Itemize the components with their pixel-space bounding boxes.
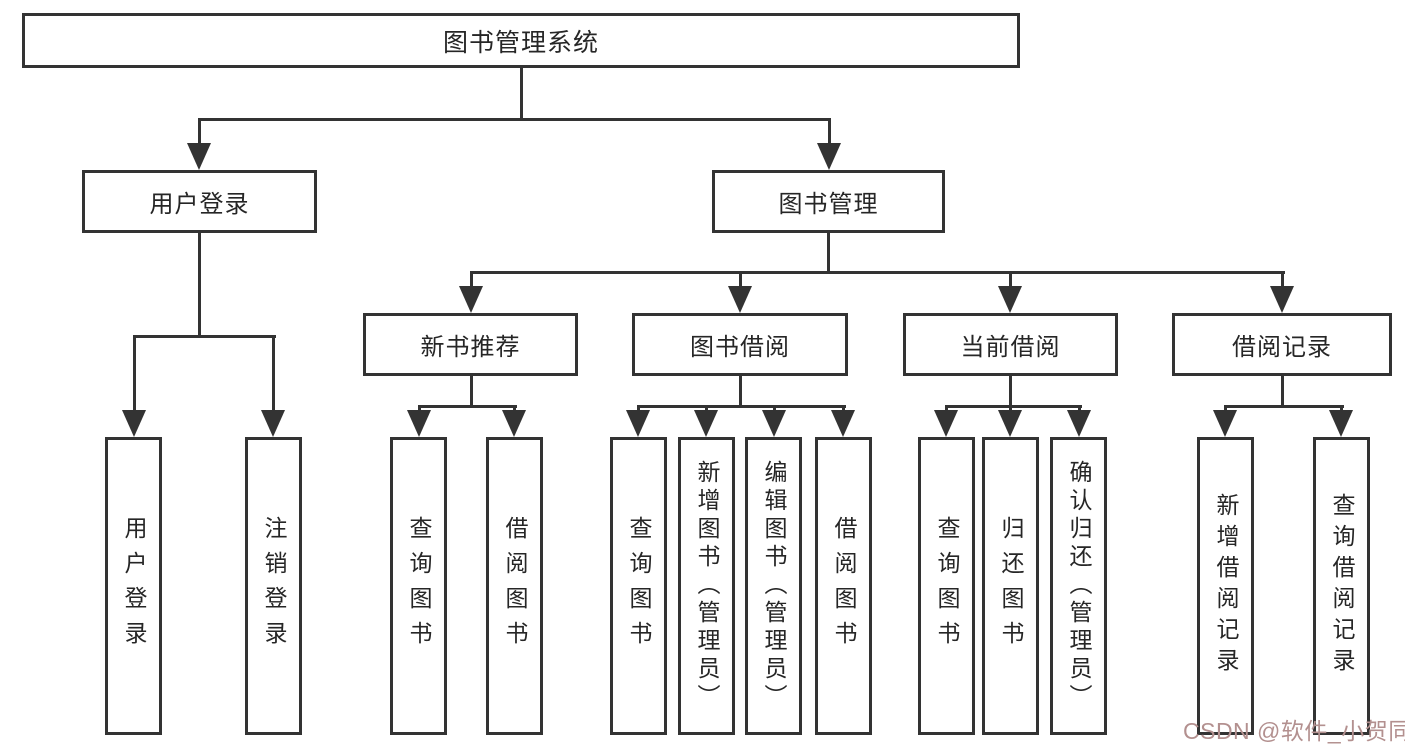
line-segment (945, 405, 1082, 408)
line-segment (198, 121, 201, 144)
arrowhead-icon (694, 410, 718, 437)
leaf-label: 借阅图书 (502, 516, 528, 656)
node-user-login: 用户登录 (82, 170, 317, 233)
line-segment (1281, 376, 1284, 405)
leaf-current-query-books: 查询图书 (918, 437, 975, 735)
line-segment (418, 405, 517, 408)
arrowhead-icon (626, 410, 650, 437)
line-segment (470, 271, 1285, 274)
node-book-management: 图书管理 (712, 170, 945, 233)
line-segment (739, 376, 742, 405)
arrowhead-icon (728, 286, 752, 313)
line-segment (1009, 274, 1012, 287)
arrowhead-icon (122, 410, 146, 437)
line-segment (470, 376, 473, 405)
node-label: 图书借阅 (690, 334, 790, 361)
leaf-label: 确认归还（管理员） (1066, 460, 1092, 712)
node-book-borrowing: 图书借阅 (632, 313, 848, 376)
line-segment (827, 233, 830, 273)
node-borrowing-records: 借阅记录 (1172, 313, 1392, 376)
node-label: 借阅记录 (1232, 334, 1332, 361)
arrowhead-icon (817, 143, 841, 170)
line-segment (1224, 405, 1344, 408)
arrowhead-icon (762, 410, 786, 437)
leaf-label: 编辑图书（管理员） (761, 460, 787, 712)
line-segment (520, 68, 523, 118)
line-segment (198, 118, 831, 121)
leaf-label: 查询借阅记录 (1329, 493, 1355, 679)
node-label: 当前借阅 (960, 334, 1061, 361)
arrowhead-icon (459, 286, 483, 313)
arrowhead-icon (934, 410, 958, 437)
line-segment (637, 405, 846, 408)
node-library-management-system: 图书管理系统 (22, 13, 1020, 68)
node-label: 图书管理 (778, 191, 879, 218)
leaf-label: 注销登录 (261, 516, 287, 656)
arrowhead-icon (831, 410, 855, 437)
node-label: 用户登录 (149, 191, 250, 218)
line-segment (272, 338, 275, 411)
line-segment (133, 338, 136, 411)
line-segment (739, 274, 742, 287)
leaf-user-login: 用户登录 (105, 437, 162, 735)
line-segment (470, 274, 473, 287)
csdn-watermark: CSDN @软件_小贺同学 (1183, 718, 1405, 744)
line-segment (198, 233, 201, 335)
leaf-label: 查询图书 (934, 516, 960, 656)
arrowhead-icon (502, 410, 526, 437)
arrowhead-icon (998, 410, 1022, 437)
leaf-records-query-record: 查询借阅记录 (1313, 437, 1370, 735)
line-segment (828, 121, 831, 144)
leaf-label: 用户登录 (121, 516, 147, 656)
arrowhead-icon (261, 410, 285, 437)
node-current-borrowing: 当前借阅 (903, 313, 1118, 376)
arrowhead-icon (1213, 410, 1237, 437)
node-label: 图书管理系统 (442, 28, 599, 57)
leaf-borrowing-query-books: 查询图书 (610, 437, 667, 735)
leaf-label: 查询图书 (406, 516, 432, 656)
leaf-label: 查询图书 (626, 516, 652, 656)
arrowhead-icon (1329, 410, 1353, 437)
leaf-label: 新增借阅记录 (1213, 493, 1239, 679)
arrowhead-icon (998, 286, 1022, 313)
leaf-records-add-record: 新增借阅记录 (1197, 437, 1254, 735)
arrowhead-icon (407, 410, 431, 437)
leaf-label: 借阅图书 (831, 516, 857, 656)
arrowhead-icon (1270, 286, 1294, 313)
leaf-borrowing-add-books-admin: 新增图书（管理员） (678, 437, 735, 735)
leaf-current-confirm-return-admin: 确认归还（管理员） (1050, 437, 1107, 735)
arrowhead-icon (1067, 410, 1091, 437)
leaf-borrowing-edit-books-admin: 编辑图书（管理员） (745, 437, 802, 735)
arrowhead-icon (187, 143, 211, 170)
line-segment (133, 335, 276, 338)
leaf-label: 归还图书 (998, 516, 1024, 656)
leaf-label: 新增图书（管理员） (694, 460, 720, 712)
line-segment (1009, 376, 1012, 405)
node-new-book-recommend: 新书推荐 (363, 313, 578, 376)
leaf-logout: 注销登录 (245, 437, 302, 735)
node-label: 新书推荐 (420, 334, 521, 361)
leaf-borrowing-borrow-books: 借阅图书 (815, 437, 872, 735)
leaf-newbooks-query-books: 查询图书 (390, 437, 447, 735)
line-segment (1281, 274, 1284, 287)
leaf-newbooks-borrow-books: 借阅图书 (486, 437, 543, 735)
leaf-current-return-books: 归还图书 (982, 437, 1039, 735)
